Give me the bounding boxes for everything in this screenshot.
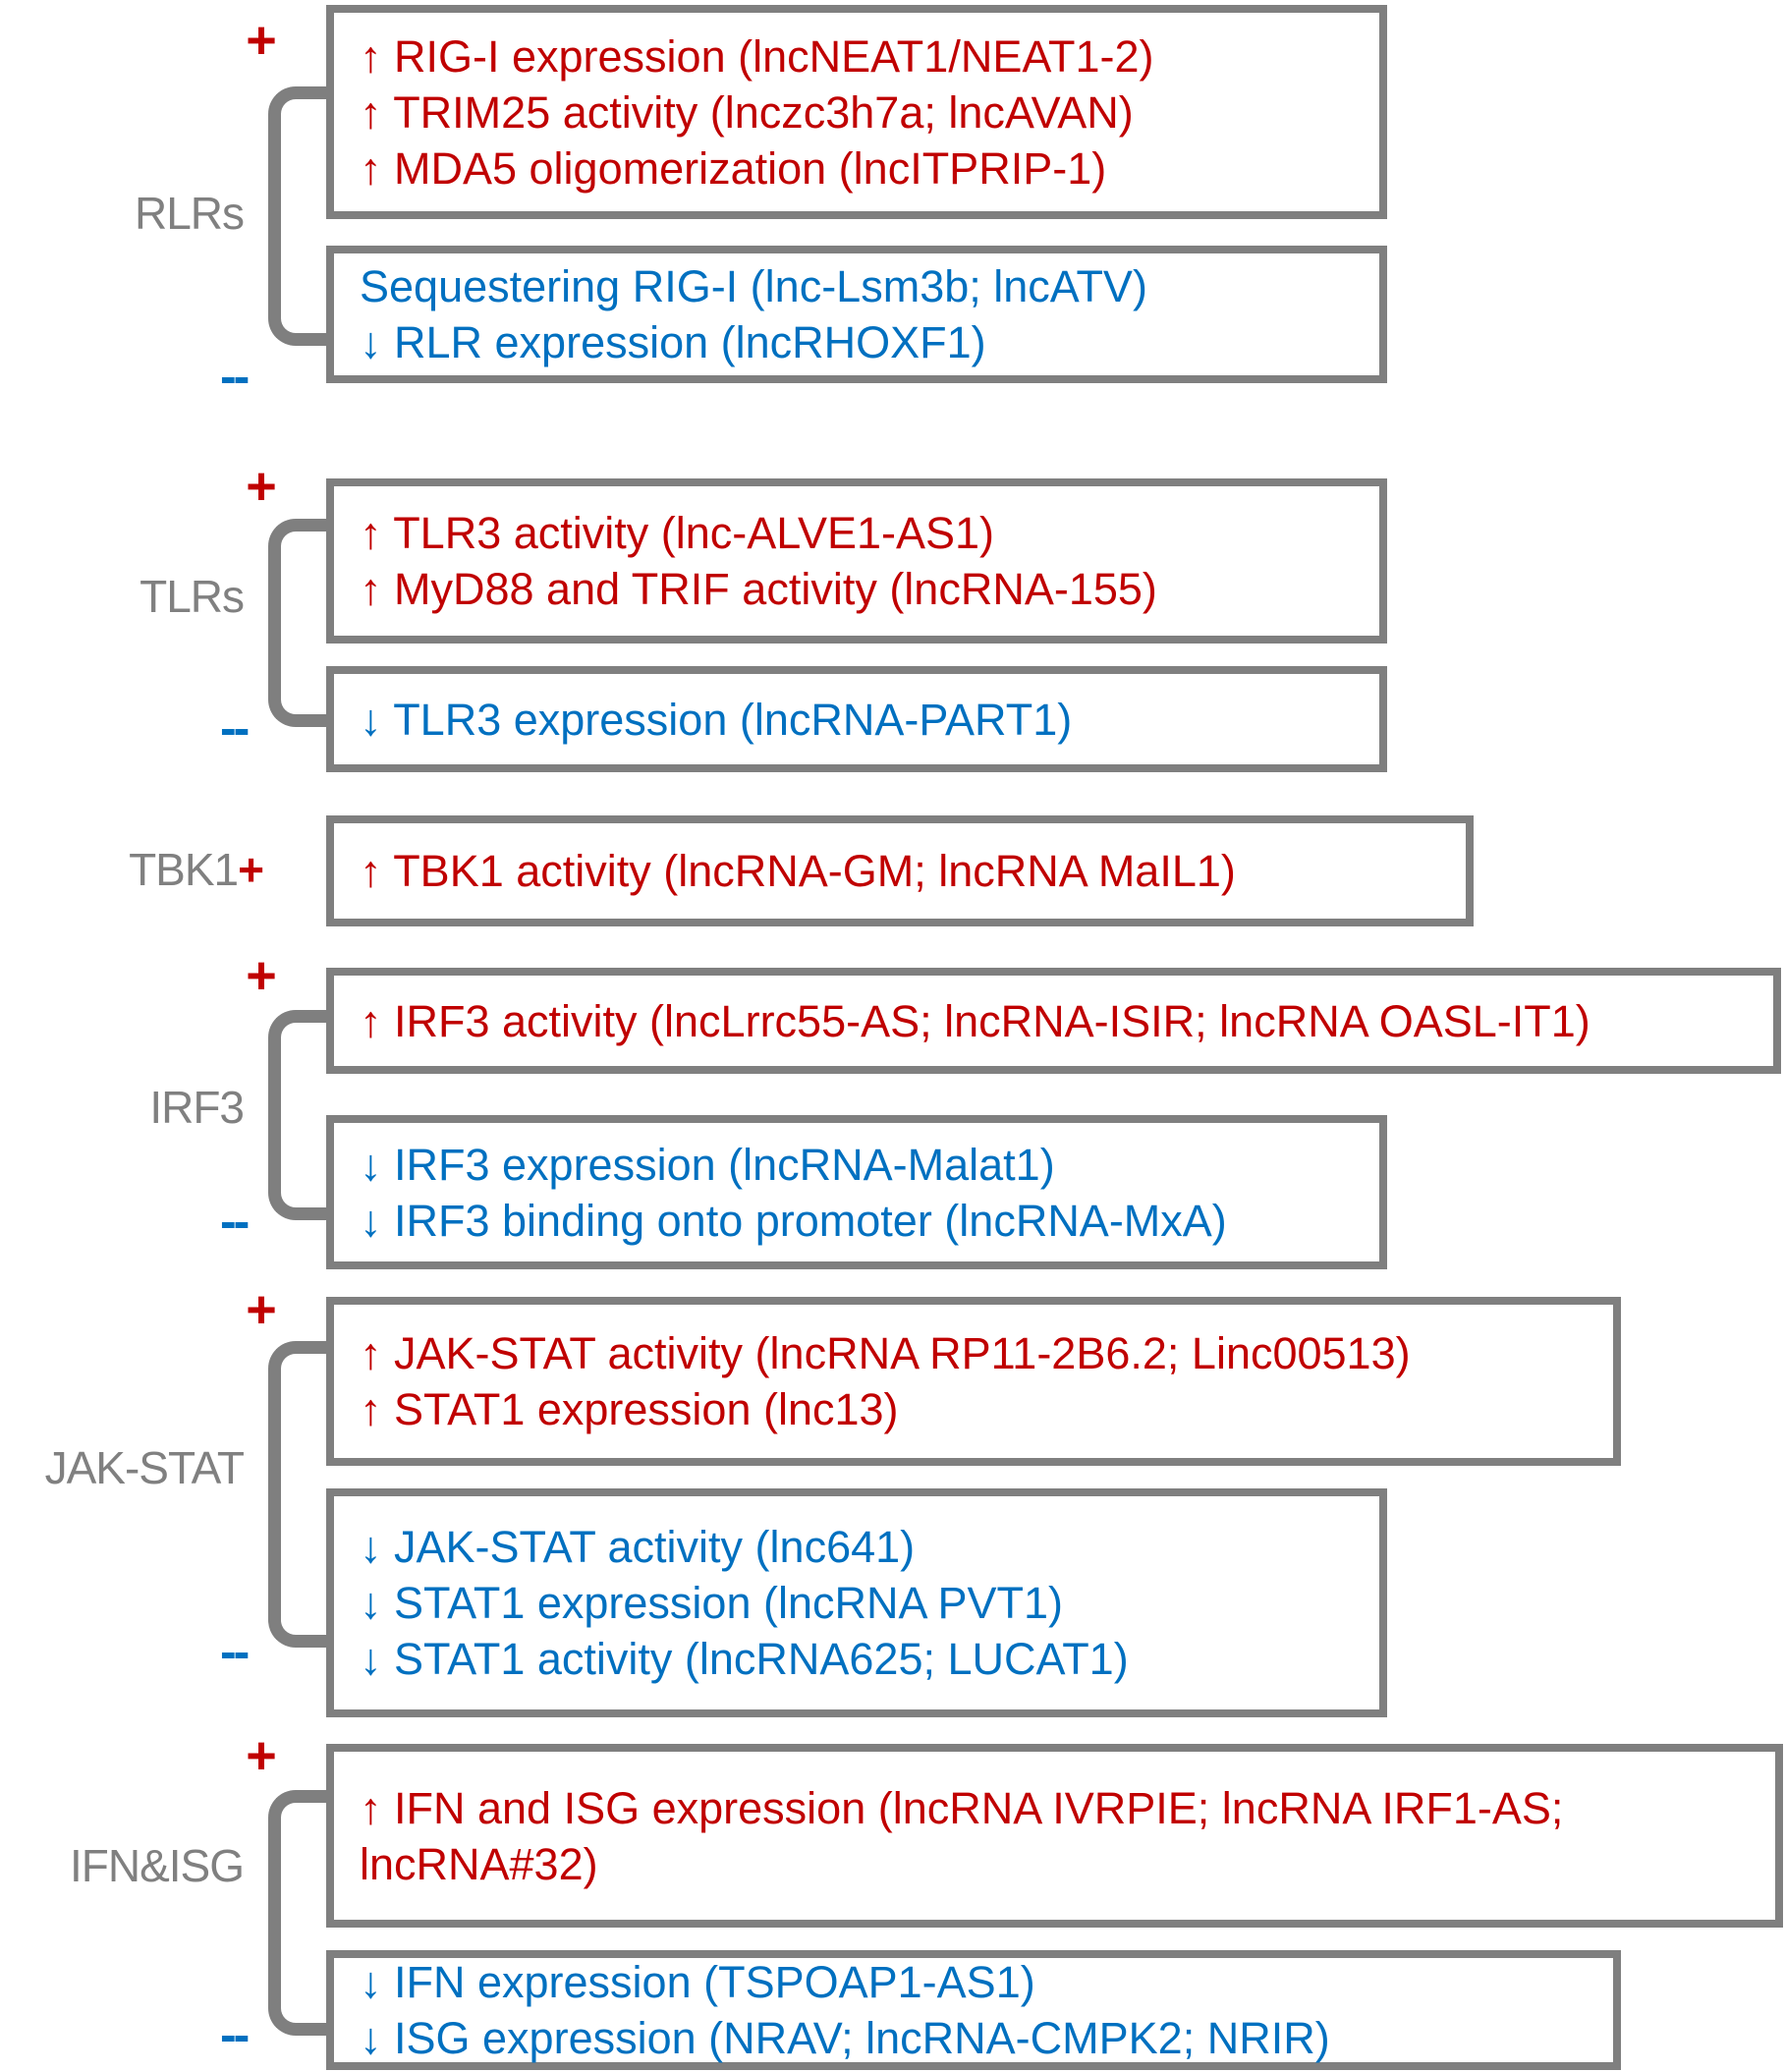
- positive-sign-rlrs: +: [246, 11, 277, 70]
- negative-sign-rlrs: --: [220, 349, 250, 404]
- pathway-label-ifn-isg: IFN&ISG: [69, 1840, 245, 1891]
- positive-sign-tlrs: +: [246, 457, 277, 516]
- positive-sign-jak-stat: +: [246, 1280, 277, 1339]
- tbk1-label-text: TBK1: [129, 844, 239, 895]
- jak-stat-negative-regulation-box: ↓ JAK-STAT activity (lnc641) ↓ STAT1 expr…: [326, 1488, 1387, 1717]
- negative-sign-irf3: --: [220, 1194, 250, 1249]
- box-line: ↓ IRF3 binding onto promoter (lncRNA-MxA…: [360, 1195, 1227, 1246]
- positive-sign-irf3: +: [246, 946, 277, 1005]
- box-line: ↓ IFN expression (TSPOAP1-AS1): [360, 1957, 1035, 2007]
- pathway-label-tbk1: TBK1+: [0, 844, 264, 895]
- bracket-ifn-isg: [268, 1790, 333, 2036]
- box-line: ↑ TLR3 activity (lnc-ALVE1-AS1): [360, 508, 995, 558]
- bracket-jak-stat: [268, 1341, 333, 1648]
- tlrs-negative-regulation-box: ↓ TLR3 expression (lncRNA-PART1): [326, 666, 1387, 772]
- box-line: ↑ JAK-STAT activity (lncRNA RP11-2B6.2; …: [360, 1328, 1411, 1378]
- pathway-label-irf3: IRF3: [149, 1082, 245, 1133]
- irf3-negative-regulation-box: ↓ IRF3 expression (lncRNA-Malat1)↓ IRF3 …: [326, 1115, 1387, 1269]
- rlrs-positive-regulation-box: ↑ RIG-I expression (lncNEAT1/NEAT1-2)↑ T…: [326, 5, 1387, 219]
- bracket-tlrs: [268, 519, 333, 727]
- box-line: ↑ STAT1 expression (lnc13): [360, 1384, 899, 1434]
- tlrs-positive-regulation-box: ↑ TLR3 activity (lnc-ALVE1-AS1) ↑ MyD88 a…: [326, 478, 1387, 644]
- ifn-isg-negative-regulation-box: ↓ IFN expression (TSPOAP1-AS1) ↓ ISG expr…: [326, 1950, 1621, 2070]
- bracket-rlrs: [268, 86, 333, 346]
- negative-sign-ifn-isg: --: [220, 2007, 250, 2062]
- negative-sign-tlrs: --: [220, 700, 250, 756]
- box-line: ↑ MDA5 oligomerization (lncITPRIP-1): [360, 142, 1107, 194]
- jak-stat-positive-regulation-box: ↑ JAK-STAT activity (lncRNA RP11-2B6.2; …: [326, 1297, 1621, 1466]
- irf3-positive-regulation-box: ↑ IRF3 activity (lncLrrc55-AS; lncRNA-IS…: [326, 968, 1781, 1074]
- pathway-label-jak-stat: JAK-STAT: [44, 1442, 245, 1493]
- box-line: ↑ IRF3 activity (lncLrrc55-AS; lncRNA-IS…: [360, 995, 1590, 1046]
- box-line: lncRNA#32): [360, 1838, 598, 1889]
- box-line: ↓ TLR3 expression (lncRNA-PART1): [360, 694, 1073, 745]
- negative-sign-jak-stat: --: [220, 1624, 250, 1679]
- box-line: ↓ RLR expression (lncRHOXF1): [360, 317, 986, 367]
- box-line: ↓ ISG expression (NRAV; lncRNA-CMPK2; NR…: [360, 2013, 1330, 2063]
- bracket-irf3: [268, 1010, 333, 1220]
- rlrs-negative-regulation-box: Sequestering RIG-I (lnc-Lsm3b; lncATV) ↓ …: [326, 246, 1387, 383]
- pathway-label-rlrs: RLRs: [134, 188, 245, 239]
- box-line: ↓ STAT1 activity (lncRNA625; LUCAT1): [360, 1634, 1129, 1684]
- box-line: ↓ JAK-STAT activity (lnc641): [360, 1522, 916, 1572]
- tbk1-positive-regulation-box: ↑ TBK1 activity (lncRNA-GM; lncRNA MaIL1…: [326, 815, 1474, 926]
- box-line: ↓ STAT1 expression (lncRNA PVT1): [360, 1578, 1064, 1628]
- positive-sign-tbk1: +: [238, 844, 264, 895]
- box-line: ↑ RIG-I expression (lncNEAT1/NEAT1-2): [360, 30, 1154, 82]
- box-line: ↑ IFN and ISG expression (lncRNA IVRPIE;…: [360, 1782, 1564, 1833]
- box-line: ↓ IRF3 expression (lncRNA-Malat1): [360, 1139, 1055, 1190]
- box-line: ↑ TRIM25 activity (lnczc3h7a; lncAVAN): [360, 86, 1134, 138]
- positive-sign-ifn-isg: +: [246, 1726, 277, 1785]
- box-line: ↑ MyD88 and TRIF activity (lncRNA-155): [360, 564, 1157, 614]
- box-line: ↑ TBK1 activity (lncRNA-GM; lncRNA MaIL1…: [360, 846, 1236, 896]
- box-line: Sequestering RIG-I (lnc-Lsm3b; lncATV): [360, 261, 1147, 311]
- ifn-isg-positive-regulation-box: ↑ IFN and ISG expression (lncRNA IVRPIE;…: [326, 1744, 1783, 1928]
- pathway-label-tlrs: TLRs: [139, 571, 245, 622]
